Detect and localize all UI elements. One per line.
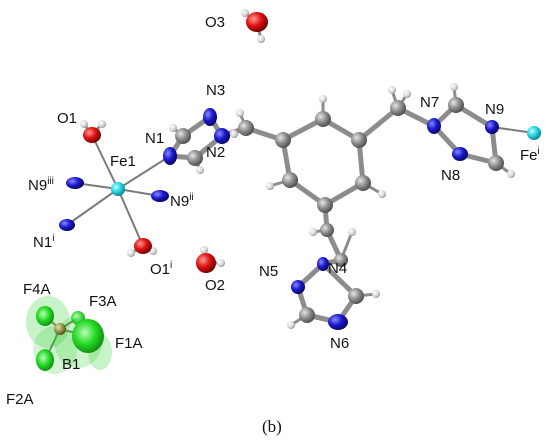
- nitrogen-atom-n3: [203, 108, 217, 126]
- label-f2a: F2A: [6, 391, 34, 408]
- hydrogen-atom: [127, 249, 135, 257]
- figure-caption: (b): [262, 417, 282, 436]
- nitrogen-atom-n4: [317, 257, 329, 271]
- carbon-atom: [351, 132, 367, 148]
- hydrogen-atom: [241, 9, 249, 17]
- oxygen-atom-o3: [246, 12, 268, 32]
- label-fe1: Fe1: [110, 153, 136, 170]
- label-o1: O1: [57, 110, 77, 127]
- nitrogen-atom-n5: [291, 280, 305, 294]
- hydrogen-atom: [309, 228, 317, 236]
- label-b1: B1: [62, 356, 80, 373]
- hydrogen-atom: [257, 35, 265, 43]
- nitrogen-atom-n9: [485, 120, 499, 134]
- hydrogen-atom: [507, 170, 515, 178]
- carbon-atom: [320, 223, 334, 237]
- label-f4a: F4A: [23, 281, 51, 298]
- label-f3a: F3A: [89, 293, 117, 310]
- atoms: [26, 9, 541, 374]
- label-n5: N5: [259, 263, 278, 280]
- label-n9ii: N9ii: [170, 192, 194, 210]
- hydrogen-atom: [196, 166, 204, 174]
- boron-atom-b1: [54, 323, 66, 335]
- oxygen-atom-o1i: [134, 238, 152, 254]
- fluorine-atom-f1a: [72, 319, 104, 353]
- fluorine-atom-f4a: [36, 306, 54, 326]
- tetrafluoroborate-anion: [26, 296, 112, 374]
- nitrogen-atom-n7: [427, 118, 441, 134]
- carbon-atom: [275, 132, 291, 148]
- label-n1: N1: [145, 130, 164, 147]
- hydrogen-atom: [450, 83, 458, 91]
- nitrogen-atom-n9ii: [151, 190, 169, 202]
- label-n7: N7: [420, 94, 439, 111]
- hydrogen-atom: [230, 130, 238, 138]
- label-fei: Fei: [520, 146, 540, 164]
- hydrogen-atom: [372, 290, 380, 298]
- nitrogen-atom-n1i: [59, 219, 75, 231]
- carbon-atom: [334, 253, 348, 267]
- label-f1a: F1A: [115, 335, 143, 352]
- carbon-atom: [488, 155, 504, 171]
- carbon-atom: [299, 307, 315, 323]
- hydrogen-atom: [169, 124, 177, 132]
- carbon-atom: [315, 111, 331, 127]
- hydrogen-atom: [217, 259, 225, 267]
- carbon-atom: [175, 128, 191, 144]
- carbon-atom: [448, 97, 464, 113]
- iron-atom-fei: [527, 126, 541, 140]
- fluorine-atom-f2a: [36, 349, 54, 371]
- carbon-atom: [238, 120, 254, 136]
- label-n8: N8: [441, 167, 460, 184]
- carbon-atom: [348, 288, 364, 304]
- hydrogen-atom: [98, 120, 106, 128]
- nitrogen-atom-n6: [328, 314, 348, 330]
- oxygen-atom-o2: [196, 253, 216, 273]
- nitrogen-atom-n9iii: [66, 177, 84, 189]
- carbon-atom: [282, 172, 298, 188]
- label-o3: O3: [205, 14, 225, 31]
- label-n3: N3: [206, 82, 225, 99]
- label-n1i: N1i: [33, 233, 54, 251]
- label-n6: N6: [330, 335, 349, 352]
- label-o1i: O1i: [150, 260, 172, 278]
- carbon-atom: [317, 197, 333, 213]
- label-n2: N2: [206, 144, 225, 161]
- hydrogen-atom: [80, 120, 88, 128]
- carbon-atom: [187, 150, 203, 166]
- label-n9: N9: [485, 101, 504, 118]
- hydrogen-atom: [200, 246, 208, 254]
- nitrogen-atom-n1: [163, 147, 177, 165]
- hydrogen-atom: [236, 109, 244, 117]
- hydrogen-atom: [266, 182, 274, 190]
- nitrogen-atom-n2: [214, 128, 230, 144]
- iron-atom-fe1: [111, 182, 125, 196]
- hydrogen-atom: [388, 86, 396, 94]
- atom-labels: O3 O1 N3 N1 N2 Fe1 N9iii N9ii N1i O1i O2…: [6, 14, 540, 408]
- label-n4: N4: [328, 260, 347, 277]
- hydrogen-atom: [403, 90, 411, 98]
- label-o2: O2: [205, 277, 225, 294]
- oxygen-atom-o1: [83, 127, 101, 143]
- hydrogen-atom: [378, 190, 386, 198]
- carbon-atom: [355, 175, 371, 191]
- hydrogen-atom: [348, 228, 356, 236]
- hydrogen-atom: [287, 321, 295, 329]
- carbon-atom: [390, 100, 406, 116]
- label-n9iii: N9iii: [28, 176, 54, 194]
- nitrogen-atom-n8: [452, 147, 468, 161]
- hydrogen-atom: [319, 95, 327, 103]
